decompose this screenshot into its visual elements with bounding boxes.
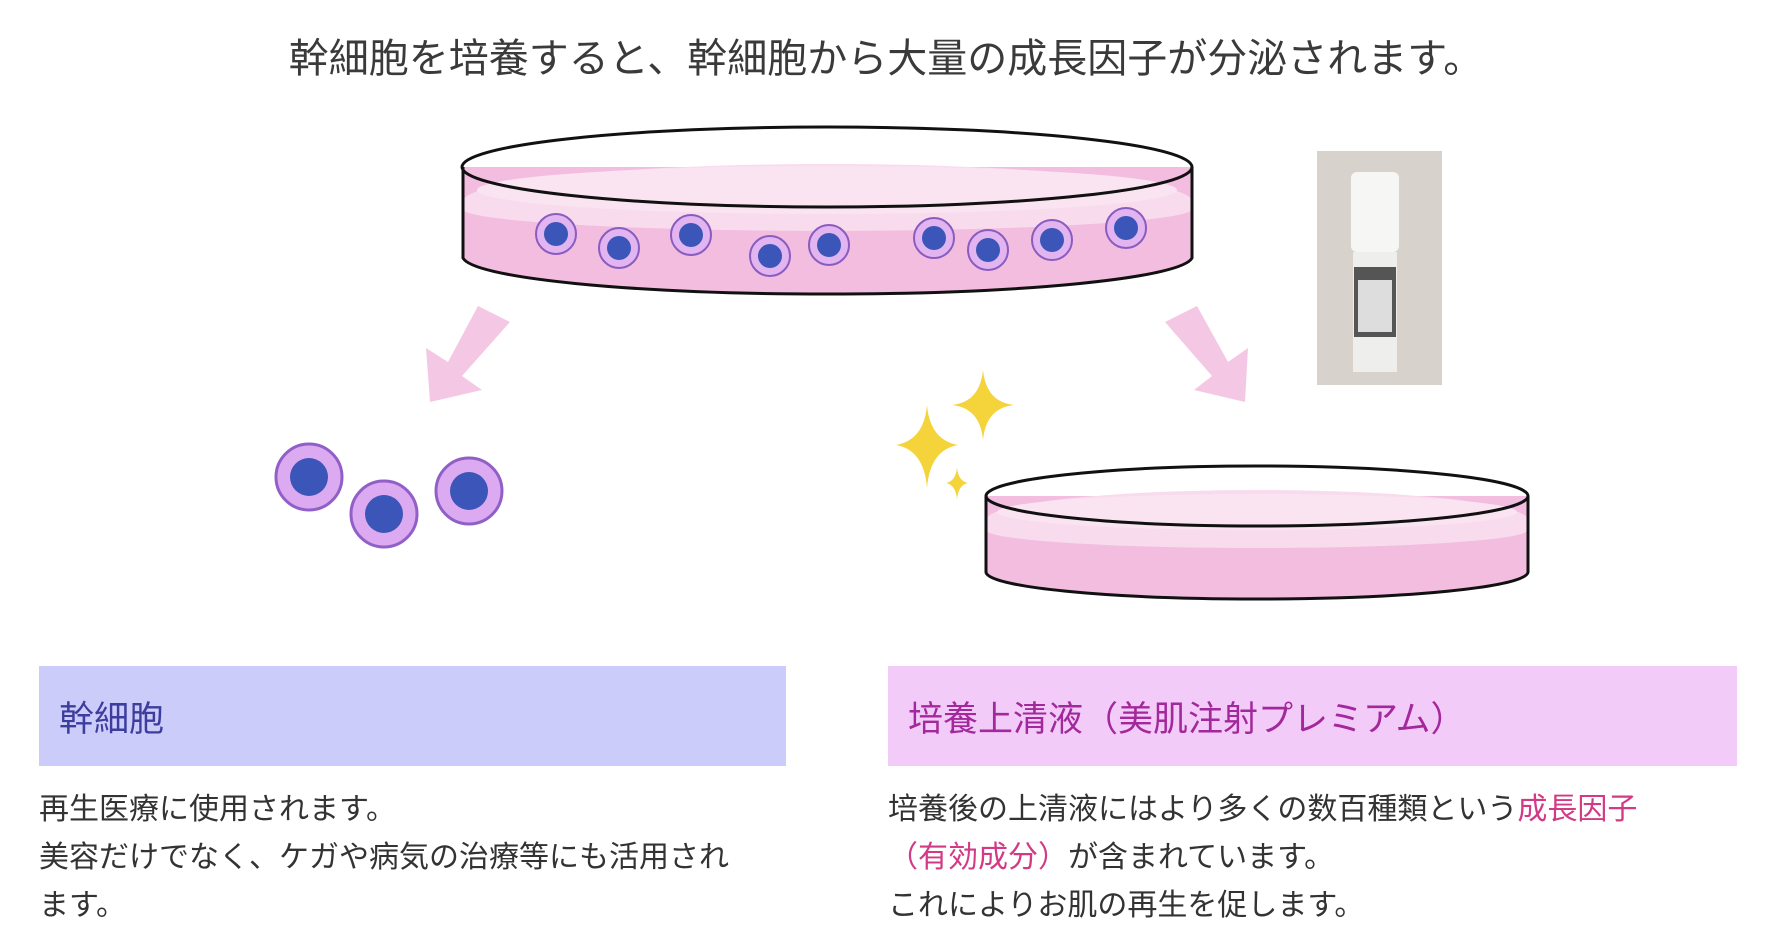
culture-dish-with-cells <box>460 125 1194 296</box>
highlight-active-ingredient: （有効成分） <box>888 840 1068 875</box>
arrow-down-right-icon <box>1165 306 1248 402</box>
supernatant-header: 培養上清液（美肌注射プレミアム） <box>888 666 1737 766</box>
stem-cell-description: 再生医療に使用されます。 美容だけでなく、ケガや病気の治療等にも活用され ます。 <box>39 786 799 930</box>
description-line: （有効成分）が含まれています。 <box>888 834 1748 882</box>
description-line: これによりお肌の再生を促します。 <box>888 888 1365 923</box>
text: が含まれています。 <box>1068 840 1335 875</box>
highlight-growth-factor: 成長因子 <box>1517 792 1638 827</box>
description-line: 美容だけでなく、ケガや病気の治療等にも活用され <box>39 840 729 875</box>
description-line: ます。 <box>39 888 126 923</box>
supernatant-description: 培養後の上清液にはより多くの数百種類という成長因子 （有効成分）が含まれています… <box>888 786 1748 930</box>
culture-dish-supernatant <box>984 464 1530 601</box>
stem-cell-heading: 幹細胞 <box>59 699 165 740</box>
serum-vial-photo <box>1317 151 1442 385</box>
sparkle-icon <box>896 370 1014 500</box>
page-title: 幹細胞を培養すると、幹細胞から大量の成長因子が分泌されます。 <box>288 36 1484 82</box>
description-line: 培養後の上清液にはより多くの数百種類という成長因子 <box>888 786 1748 834</box>
stem-cells <box>274 442 504 549</box>
stem-cell-header: 幹細胞 <box>39 666 786 766</box>
description-line: 再生医療に使用されます。 <box>39 792 396 827</box>
text: 培養後の上清液にはより多くの数百種類という <box>888 792 1518 827</box>
supernatant-heading: 培養上清液（美肌注射プレミアム） <box>908 699 1466 740</box>
arrow-down-left-icon <box>426 306 510 402</box>
culture-illustration <box>274 125 1530 601</box>
